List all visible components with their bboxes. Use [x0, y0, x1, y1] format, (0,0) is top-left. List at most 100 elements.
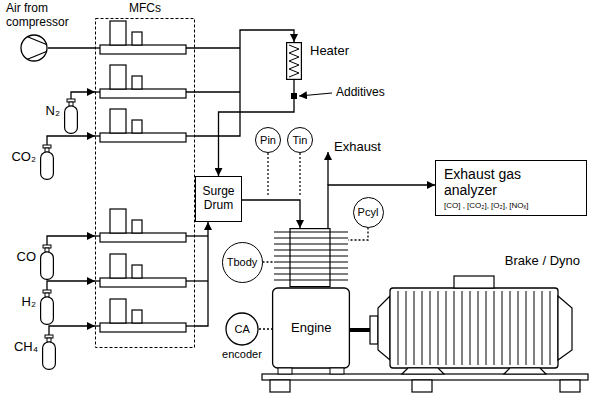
base-support	[270, 380, 290, 392]
cooling-fin	[274, 249, 348, 250]
crankcase	[273, 288, 350, 368]
node-label: CO	[4, 250, 36, 265]
cooling-rib	[414, 291, 415, 365]
cooling-fin	[274, 231, 348, 232]
gas-bottle-shape	[40, 142, 54, 180]
terminal-box	[454, 276, 494, 288]
engine-foot	[330, 368, 344, 374]
engine: Engine	[272, 228, 350, 374]
compressor-symbol	[21, 35, 47, 61]
engine-shape	[272, 228, 350, 374]
gas-bottle: CO	[4, 242, 54, 282]
brake-dynamometer-shape	[368, 254, 586, 374]
cooling-rib	[502, 291, 503, 365]
cooling-rib	[462, 291, 463, 365]
cooling-rib	[510, 291, 511, 365]
base-support	[560, 380, 580, 392]
node-label: Exhaust gas analyzer	[444, 166, 544, 198]
end-bell	[378, 296, 390, 360]
mixture-line	[219, 80, 295, 176]
temperature-sensor: Tin	[287, 127, 313, 153]
base-plate	[262, 374, 588, 380]
node-label: Heater	[310, 44, 366, 59]
cooling-fin	[274, 237, 348, 238]
exhaust-line	[328, 185, 435, 228]
heater-box	[287, 43, 302, 80]
gas-line	[47, 136, 95, 142]
temperature-sensor: Tbody	[222, 242, 263, 283]
mfc-display	[132, 76, 142, 89]
mfc-body	[110, 109, 126, 133]
bottle-neck	[45, 148, 49, 152]
cooling-rib	[542, 291, 543, 365]
cooling-rib	[398, 291, 399, 365]
compressor-shape	[20, 34, 48, 62]
gas-bottle: CH₄	[2, 332, 56, 372]
node-label: Brake / Dyno	[505, 254, 580, 269]
mfc-outlet	[186, 325, 195, 326]
gas-bottle	[41, 297, 54, 324]
base-support	[412, 380, 432, 392]
cooling-rib	[550, 291, 551, 365]
fuel-line	[195, 222, 208, 326]
mfc-base	[100, 89, 186, 98]
mfc-outlet	[186, 280, 208, 281]
drive-shaft	[350, 328, 370, 332]
cooling-fin	[274, 279, 348, 280]
mixture-line	[195, 30, 294, 136]
cooling-rib	[470, 291, 471, 365]
heater-coil	[289, 45, 299, 77]
mfc-body	[110, 65, 126, 89]
end-bell	[558, 296, 572, 360]
gas-bottle-shape	[40, 287, 54, 325]
node-label: CH₄	[2, 340, 38, 355]
dyno-foot	[402, 368, 444, 374]
mfc-base	[100, 133, 186, 142]
compressor-symbol	[28, 37, 47, 45]
crank-angle-encoder: CAencoder	[220, 312, 264, 364]
mfc-body	[110, 209, 126, 233]
mfc-base	[100, 45, 186, 54]
cooling-rib	[494, 291, 495, 365]
node-label: encoder	[220, 348, 264, 361]
cooling-rib	[534, 291, 535, 365]
engine-foot	[278, 368, 292, 374]
mfc-base	[100, 278, 186, 287]
node-label: Surge Drum	[199, 185, 238, 213]
analyzer-box: Exhaust gas analyzer[CO] , [CO₂], [O₂], …	[435, 160, 587, 216]
gas-bottle	[65, 106, 78, 133]
node-label: CO₂	[4, 150, 36, 165]
intake-line	[242, 200, 300, 228]
cooling-fin	[274, 243, 348, 244]
mfc-display	[132, 265, 142, 278]
gas-bottle-shape	[64, 96, 78, 134]
mfc-body	[110, 299, 126, 323]
gas-bottle-shape	[42, 332, 56, 370]
annotation-label: Exhaust	[334, 140, 381, 155]
cooling-rib	[454, 291, 455, 365]
cooling-fin	[274, 267, 348, 268]
pressure-sensor: Pcyl	[353, 197, 384, 228]
cooling-fin	[274, 273, 348, 274]
sensor-lead	[259, 328, 272, 329]
sensor-lead	[267, 153, 268, 197]
gas-bottle: CO₂	[4, 142, 54, 182]
gas-bottle	[43, 342, 56, 369]
dyno-foot	[504, 368, 546, 374]
mfc-display	[132, 120, 142, 133]
node-label: Air from compressor	[6, 2, 80, 30]
pressure-sensor: Pin	[255, 127, 281, 153]
surge-drum: Surge Drum	[195, 176, 242, 222]
gas-line	[49, 326, 95, 332]
cooling-fin	[274, 255, 348, 256]
gas-line	[47, 281, 95, 287]
cooling-rib	[518, 291, 519, 365]
mfc-outlet	[186, 47, 240, 48]
heater-shape	[286, 42, 302, 80]
cooling-rib	[406, 291, 407, 365]
gas-bottle: N₂	[24, 96, 78, 136]
node-label: Tin	[293, 134, 308, 147]
gas-bottle	[41, 252, 54, 279]
exhaust-outlet-arrow	[327, 152, 328, 185]
mfc-body	[110, 21, 126, 45]
